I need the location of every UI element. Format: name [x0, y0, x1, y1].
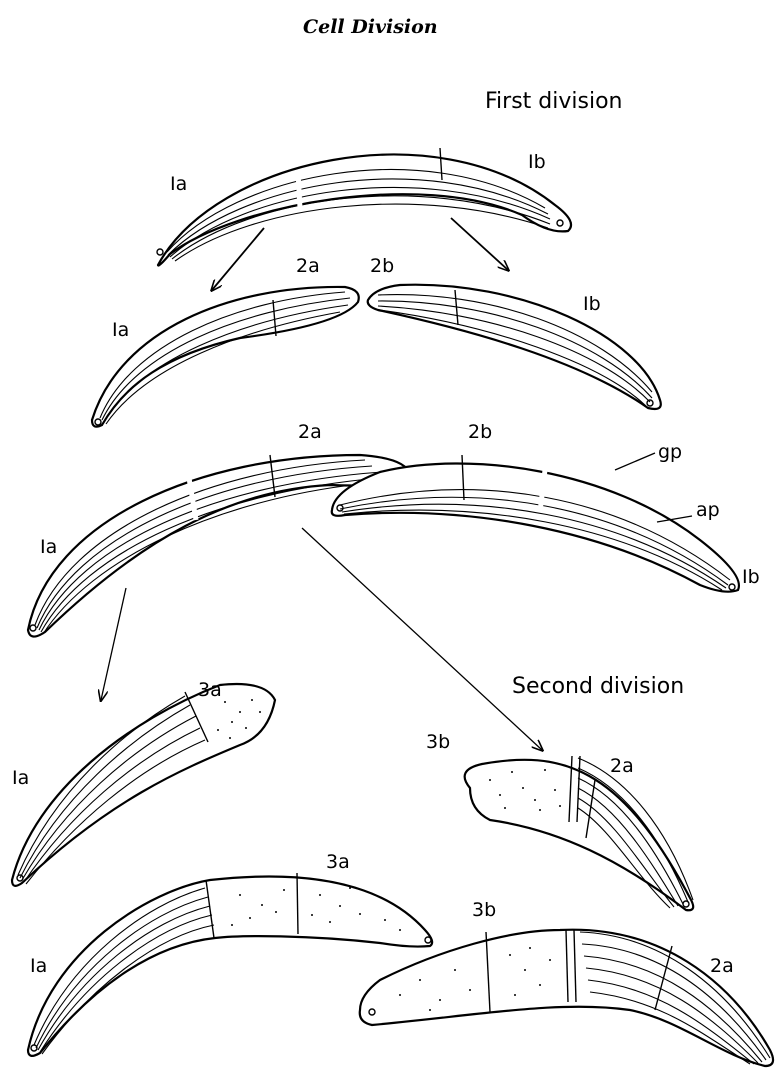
- label-1b-row2: Ib: [583, 293, 601, 315]
- gp-leader: [615, 453, 655, 470]
- label-3a-left-late: 3a: [326, 851, 350, 873]
- arrow-top-right: [451, 218, 508, 270]
- label-1a-left-early: Ia: [12, 767, 29, 789]
- label-3b-right-early: 3b: [426, 731, 450, 753]
- arrow-to-right-branch: [302, 528, 542, 750]
- arrow-to-left-branch: [101, 588, 126, 700]
- label-1a-row3: Ia: [40, 536, 57, 558]
- label-2a-row2: 2a: [296, 255, 320, 277]
- second-division-heading: Second division: [512, 674, 684, 699]
- cell-left-3a-early: [12, 684, 275, 886]
- cell-right-3b-early: [465, 756, 694, 910]
- daughter-cell-left: [28, 455, 410, 637]
- first-division-heading: First division: [485, 89, 622, 114]
- daughter-cell-right: [332, 455, 739, 592]
- label-1b-row3: Ib: [742, 566, 760, 588]
- label-3a-left-early: 3a: [198, 679, 222, 701]
- label-2a-row3: 2a: [298, 421, 322, 443]
- label-1a-left-late: Ia: [30, 955, 47, 977]
- label-1a-row2: Ia: [112, 319, 129, 341]
- label-1b-top: Ib: [528, 151, 546, 173]
- label-2a-right-late: 2a: [710, 955, 734, 977]
- label-ap: ap: [696, 499, 720, 521]
- label-2b-row2: 2b: [370, 255, 394, 277]
- half-cell-right: [368, 285, 661, 409]
- arrow-top-left: [212, 228, 264, 290]
- figure-title: Cell Division: [303, 16, 438, 38]
- label-2a-right-early: 2a: [610, 755, 634, 777]
- label-1a-top: Ia: [170, 173, 187, 195]
- cell-left-3a-late: [28, 873, 432, 1056]
- cell-right-3b-late: [360, 930, 773, 1066]
- label-2b-row3: 2b: [468, 421, 492, 443]
- label-3b-right-late: 3b: [472, 899, 496, 921]
- half-cell-left: [92, 287, 359, 427]
- label-gp: gp: [658, 441, 682, 463]
- cell-undivided: [157, 148, 571, 266]
